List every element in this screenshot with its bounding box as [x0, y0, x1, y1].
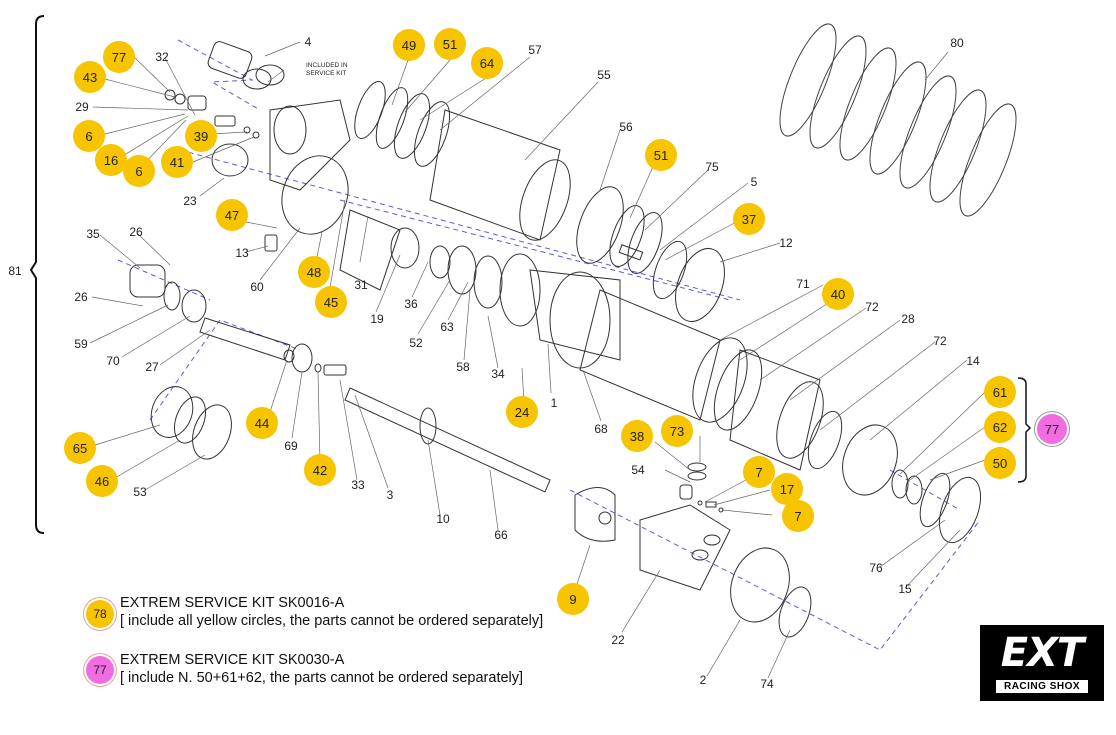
part-label[interactable]: 76	[869, 561, 883, 575]
kit-part-circle[interactable]: 39	[185, 120, 217, 152]
ext-racing-shox-logo: EXT RACING SHOX	[980, 625, 1104, 701]
kit-part-circle[interactable]: 17	[771, 473, 803, 505]
kit-description: [ include all yellow circles, the parts …	[120, 613, 544, 629]
part-label[interactable]: 57	[528, 43, 542, 57]
kit-bracket	[1017, 377, 1032, 483]
kit-title: EXTREM SERVICE KIT SK0030-A	[120, 652, 345, 668]
part-label[interactable]: 22	[611, 633, 625, 647]
part-label[interactable]: 15	[898, 582, 912, 596]
part-label[interactable]: 32	[155, 50, 169, 64]
part-label[interactable]: 29	[75, 100, 89, 114]
part-label[interactable]: 72	[865, 300, 879, 314]
part-label[interactable]: 63	[440, 320, 454, 334]
part-label[interactable]: 3	[386, 488, 394, 502]
kit-circle-77-pink[interactable]: 77	[1037, 414, 1067, 444]
part-label[interactable]: 35	[86, 227, 100, 241]
kit-part-circle[interactable]: 49	[393, 29, 425, 61]
kit-part-circle[interactable]: 45	[315, 286, 347, 318]
logo-sub-text: RACING SHOX	[996, 680, 1088, 693]
assembly-label-81: 81	[8, 264, 22, 278]
part-label[interactable]: 26	[74, 290, 88, 304]
kit-part-circle[interactable]: 47	[216, 199, 248, 231]
reservoir-body	[354, 81, 725, 322]
small-parts	[129, 89, 551, 493]
part-label[interactable]: 23	[183, 194, 197, 208]
part-label[interactable]: 14	[966, 354, 980, 368]
part-label[interactable]: 72	[933, 334, 947, 348]
part-label[interactable]: 52	[409, 336, 423, 350]
kit-part-circle[interactable]: 6	[73, 120, 105, 152]
part-label[interactable]: 36	[404, 297, 418, 311]
part-label[interactable]: 75	[705, 160, 719, 174]
kit-part-circle[interactable]: 7	[743, 456, 775, 488]
kit-part-circle[interactable]: 37	[733, 203, 765, 235]
kit-part-circle[interactable]: 61	[984, 376, 1016, 408]
part-label[interactable]: 1	[550, 396, 558, 410]
kit-part-circle[interactable]: 24	[506, 396, 538, 428]
part-label[interactable]: 12	[779, 236, 793, 250]
part-label[interactable]: 31	[354, 278, 368, 292]
kit-part-circle[interactable]: 43	[74, 61, 106, 93]
kit-part-circle[interactable]: 16	[95, 144, 127, 176]
part-label[interactable]: 19	[370, 312, 384, 326]
kit-part-circle[interactable]: 44	[246, 407, 278, 439]
part-label[interactable]: 71	[796, 277, 810, 291]
part-label[interactable]: 2	[699, 673, 707, 687]
logo-main-text: EXT	[1000, 630, 1084, 676]
kit-part-circle[interactable]: 48	[298, 256, 330, 288]
kit-part-circle[interactable]: 73	[661, 415, 693, 447]
kit-part-circle[interactable]: 40	[822, 278, 854, 310]
part-label[interactable]: 33	[351, 478, 365, 492]
assembly-bracket	[29, 15, 45, 534]
kit-badge-pink: 77	[86, 656, 114, 684]
ring-group	[242, 68, 272, 90]
kit-part-circle[interactable]: 41	[161, 146, 193, 178]
kit-part-circle[interactable]: 42	[304, 454, 336, 486]
part-label[interactable]: 66	[494, 528, 508, 542]
axis-lines	[117, 39, 981, 651]
kit-part-circle[interactable]: 38	[621, 420, 653, 452]
part-label[interactable]: 60	[250, 280, 264, 294]
part-label[interactable]: 70	[106, 354, 120, 368]
reservoir-head	[207, 41, 351, 235]
part-label[interactable]: 74	[760, 677, 774, 691]
kit-part-circle[interactable]: 9	[557, 583, 589, 615]
part-label[interactable]: 26	[129, 225, 143, 239]
kit-title: EXTREM SERVICE KIT SK0016-A	[120, 595, 345, 611]
leader-lines	[89, 41, 986, 679]
included-in-service-kit-note: INCLUDED IN SERVICE KIT	[306, 62, 348, 77]
part-label[interactable]: 68	[594, 422, 608, 436]
kit-part-circle[interactable]: 7	[782, 500, 814, 532]
kit-part-circle[interactable]: 64	[471, 47, 503, 79]
part-label[interactable]: 4	[304, 35, 312, 49]
part-label[interactable]: 28	[901, 312, 915, 326]
part-label[interactable]: 56	[619, 120, 633, 134]
part-label[interactable]: 34	[491, 367, 505, 381]
kit-part-circle[interactable]: 46	[86, 465, 118, 497]
kit-part-circle[interactable]: 65	[64, 432, 96, 464]
part-label[interactable]: 69	[284, 439, 298, 453]
kit-part-circle[interactable]: 51	[434, 28, 466, 60]
kit-part-circle[interactable]: 51	[645, 139, 677, 171]
lower-eye	[574, 462, 812, 638]
part-label[interactable]: 59	[74, 337, 88, 351]
kit-badge-yellow: 78	[86, 600, 114, 628]
part-label[interactable]: 13	[235, 246, 249, 260]
kit-part-circle[interactable]: 77	[103, 41, 135, 73]
part-label[interactable]: 10	[436, 512, 450, 526]
kit-description: [ include N. 50+61+62, the parts cannot …	[120, 670, 524, 686]
kit-part-circle[interactable]: 50	[984, 447, 1016, 479]
part-label[interactable]: 80	[950, 36, 964, 50]
part-label[interactable]: 55	[597, 68, 611, 82]
coil-spring	[779, 23, 1017, 217]
part-label[interactable]: 54	[631, 463, 645, 477]
part-label[interactable]: 27	[145, 360, 159, 374]
part-label[interactable]: 58	[456, 360, 470, 374]
kit-part-circle[interactable]: 6	[123, 155, 155, 187]
part-label[interactable]: 53	[133, 485, 147, 499]
part-label[interactable]: 5	[750, 175, 758, 189]
kit-part-circle[interactable]: 62	[984, 411, 1016, 443]
